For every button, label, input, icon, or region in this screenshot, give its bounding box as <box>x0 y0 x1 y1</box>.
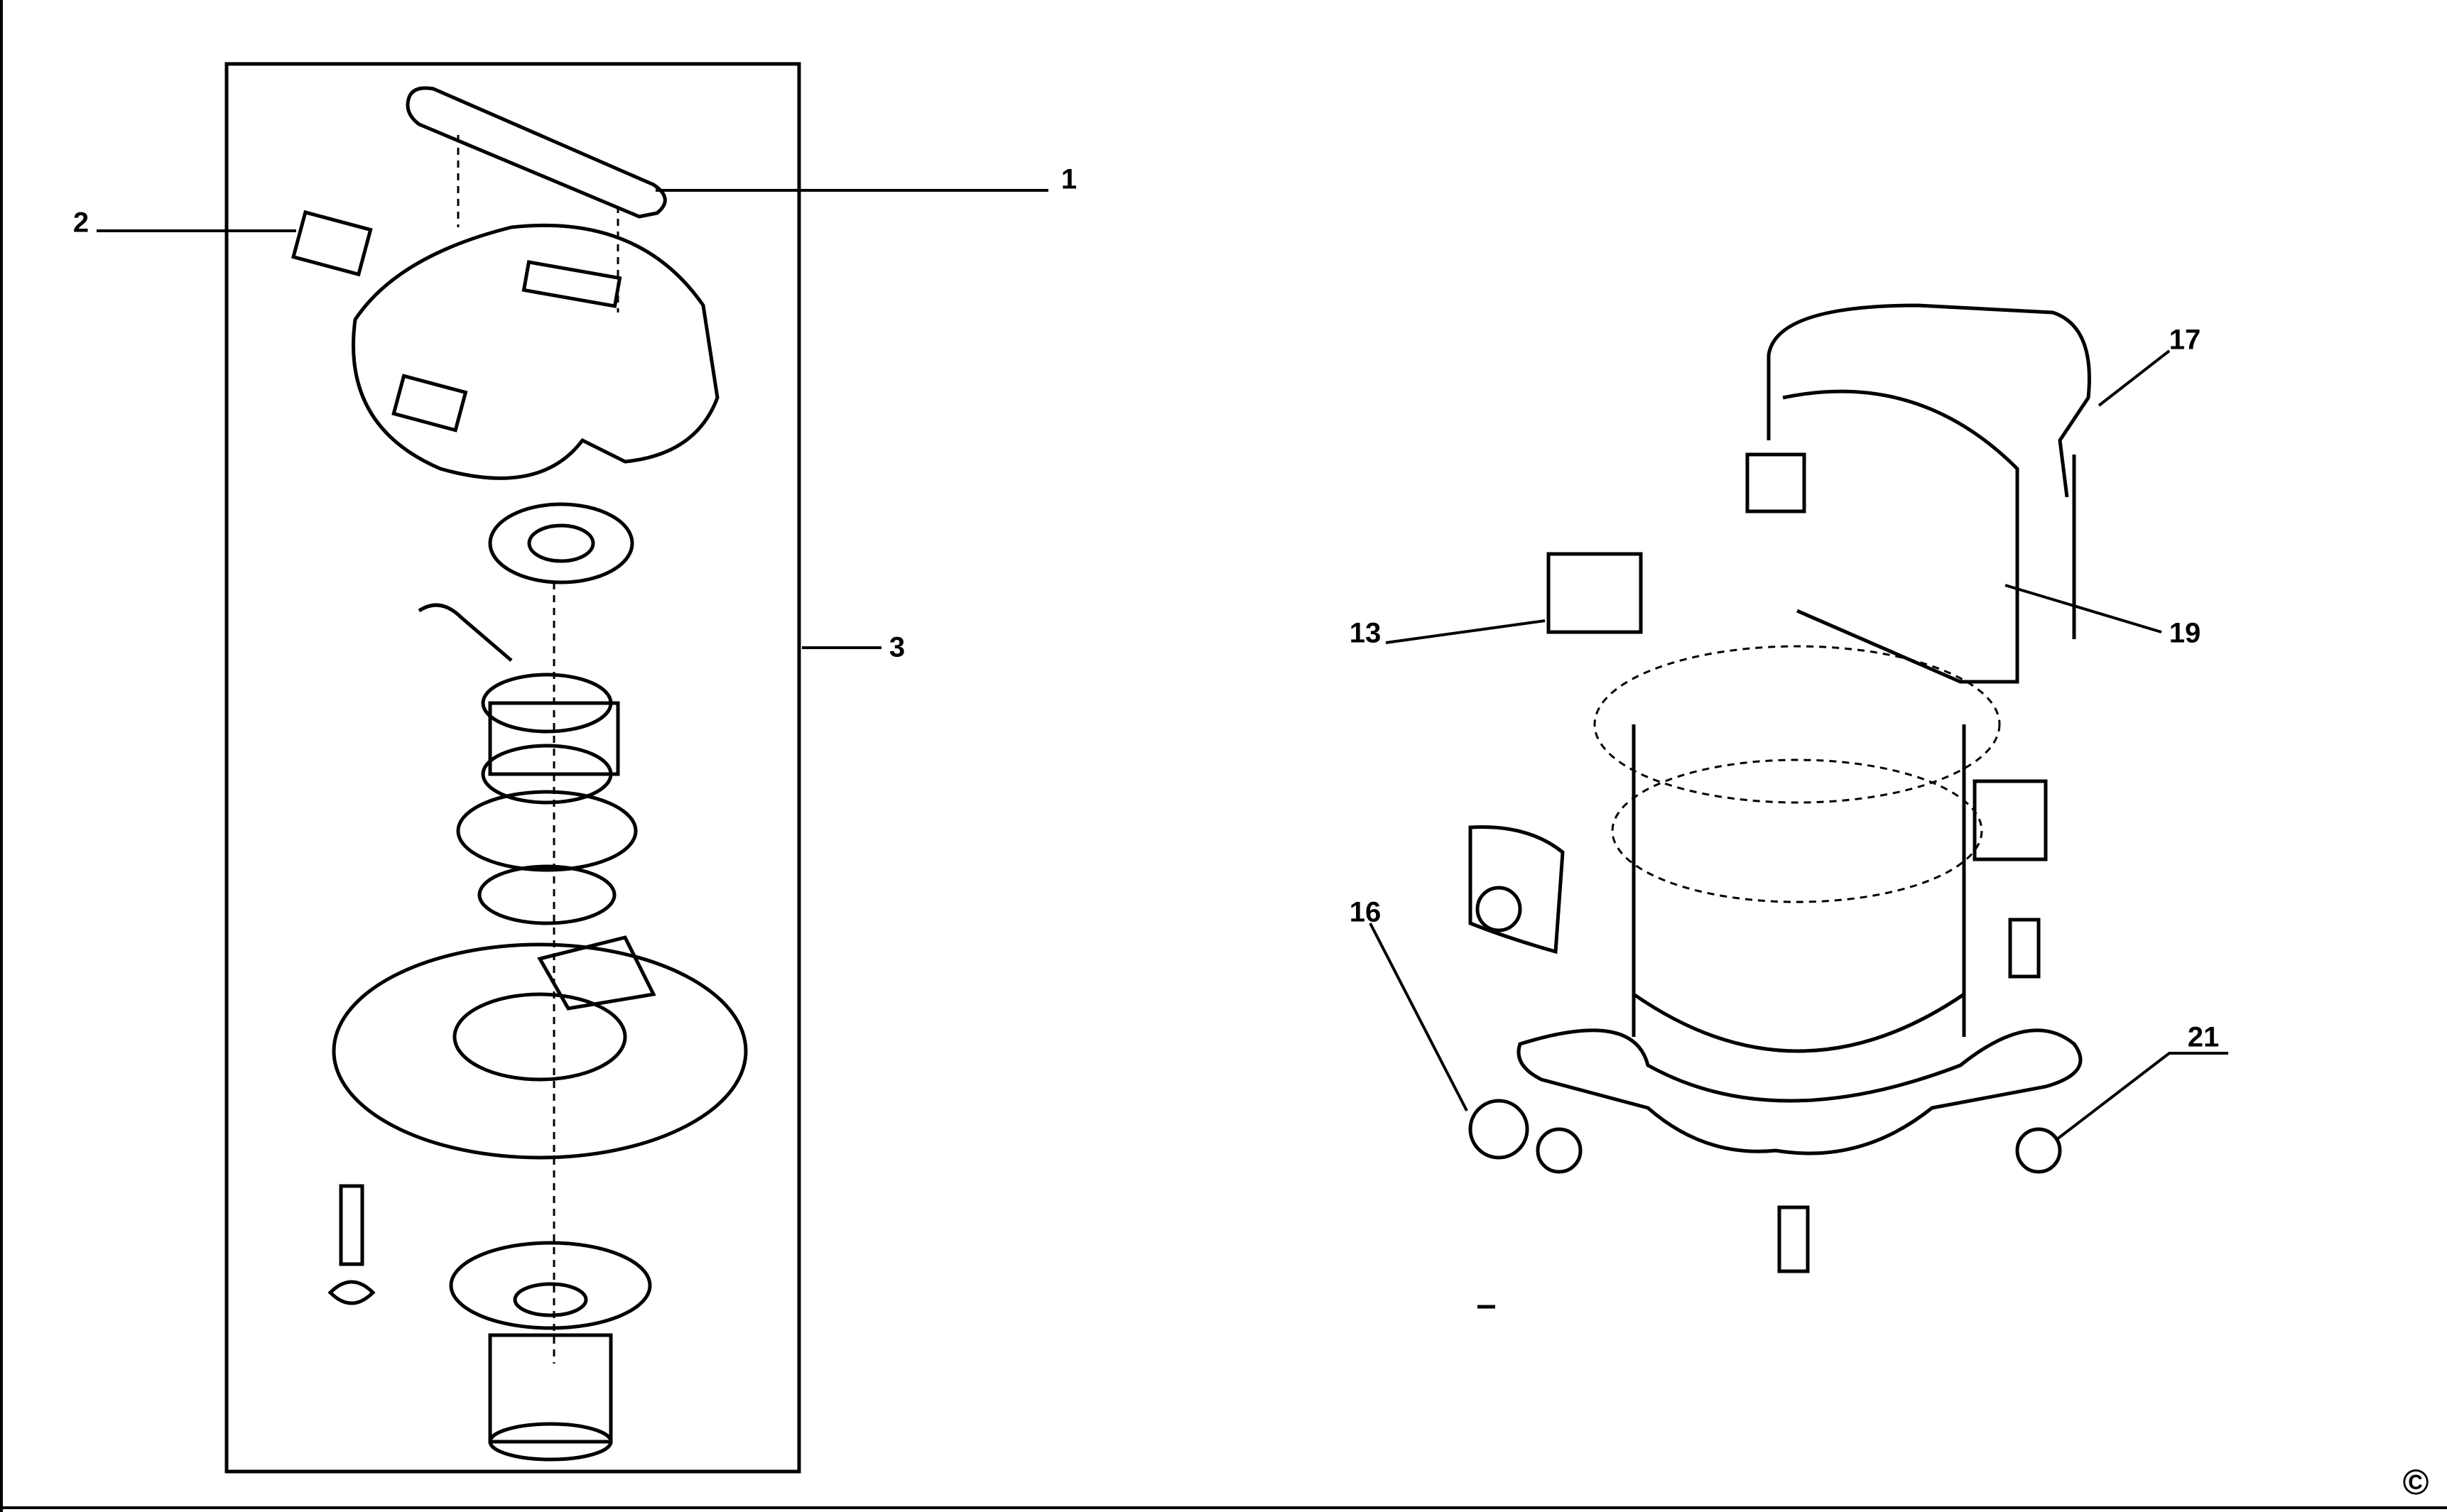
callout-16: 16 <box>1349 896 1382 928</box>
cartridge-filter <box>449 1241 652 1330</box>
side-clip-right <box>1973 779 2048 861</box>
latch <box>1745 452 1806 513</box>
switch <box>291 210 373 277</box>
callout-3: 3 <box>889 631 906 663</box>
caster <box>1468 1099 1529 1160</box>
carry-handle <box>406 86 667 219</box>
motor-base-plate <box>332 942 748 1160</box>
callout-17: 17 <box>2169 324 2201 356</box>
caster <box>1536 1127 1583 1174</box>
callout-13: 13 <box>1349 617 1382 649</box>
leader-lines <box>97 189 2228 1141</box>
callout-1: 1 <box>1060 163 1078 195</box>
float-valve <box>327 1184 376 1305</box>
drum <box>1593 645 2001 804</box>
assembly-frame <box>224 62 801 1474</box>
drum-assembly <box>1468 303 2091 1309</box>
caster-base <box>1517 1028 2083 1155</box>
copyright-mark: © <box>2402 1462 2429 1502</box>
caster <box>1777 1205 1810 1273</box>
rear-handle <box>1767 303 2091 498</box>
callout-2: 2 <box>72 207 89 239</box>
caster <box>2015 1127 2062 1174</box>
top-cover <box>352 223 720 480</box>
callout-19: 19 <box>2169 617 2201 649</box>
power-cord <box>418 603 513 662</box>
callout-21: 21 <box>2187 1021 2220 1053</box>
motor-head-assembly <box>224 62 801 1474</box>
hose-port <box>1468 825 1565 954</box>
side-clip-left <box>1546 552 1643 634</box>
